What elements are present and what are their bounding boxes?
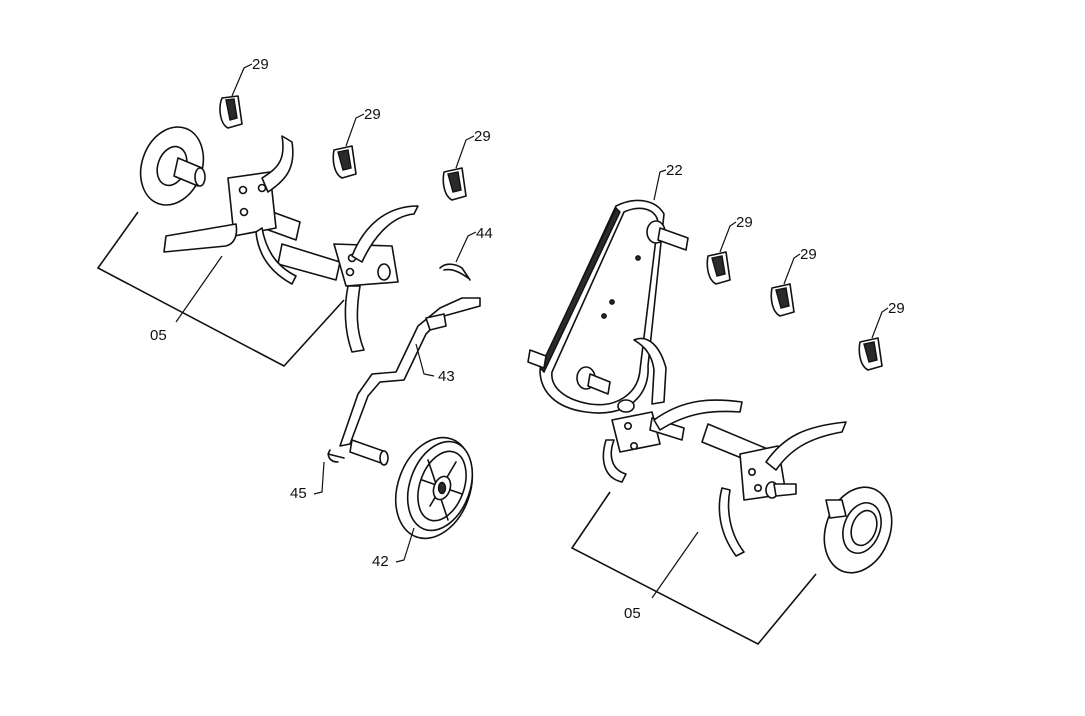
callout-clip-f: 29 <box>888 300 905 317</box>
right-tine-assembly <box>602 337 893 574</box>
wheel-bracket-part <box>339 297 481 466</box>
wheel-part <box>394 436 474 540</box>
callout-gear-housing: 22 <box>666 162 683 179</box>
right-tine-blade-upper <box>633 337 667 405</box>
callout-cotter-pin: 45 <box>290 485 307 502</box>
clip-part-b <box>332 145 357 179</box>
left-tine-hub-2 <box>277 243 341 281</box>
clip-part-e <box>770 283 795 317</box>
callout-clip-b: 29 <box>364 106 381 123</box>
left-tine-assembly <box>139 126 419 353</box>
callout-clip-d: 29 <box>736 214 753 231</box>
clip-part-d <box>706 251 731 285</box>
right-tine-hub <box>611 411 661 453</box>
clip-part-a <box>219 95 243 129</box>
callout-wheel-bracket: 43 <box>438 368 455 385</box>
cotter-pin-part <box>327 449 345 463</box>
left-tine-blade-lower <box>163 223 238 253</box>
callout-clip-e: 29 <box>800 246 817 263</box>
left-assembly-bracket <box>96 211 345 367</box>
left-tine-blade-upper <box>261 135 294 193</box>
callout-clip-c: 29 <box>474 128 491 145</box>
right-assembly-bracket <box>570 491 817 646</box>
left-tine-blade-down <box>344 285 365 353</box>
left-end-disc <box>139 126 206 206</box>
callout-tine-assembly-left: 05 <box>150 327 167 344</box>
clip-part-c <box>442 167 467 201</box>
hairpin-part <box>439 263 471 281</box>
clip-part-f <box>858 337 883 371</box>
callout-wheel: 42 <box>372 553 389 570</box>
callout-tine-assembly-right: 05 <box>624 605 641 622</box>
left-tine-blade-long <box>351 205 419 263</box>
callout-clip-a: 29 <box>252 56 269 73</box>
callout-hairpin: 44 <box>476 225 493 242</box>
right-end-disc <box>823 486 893 574</box>
